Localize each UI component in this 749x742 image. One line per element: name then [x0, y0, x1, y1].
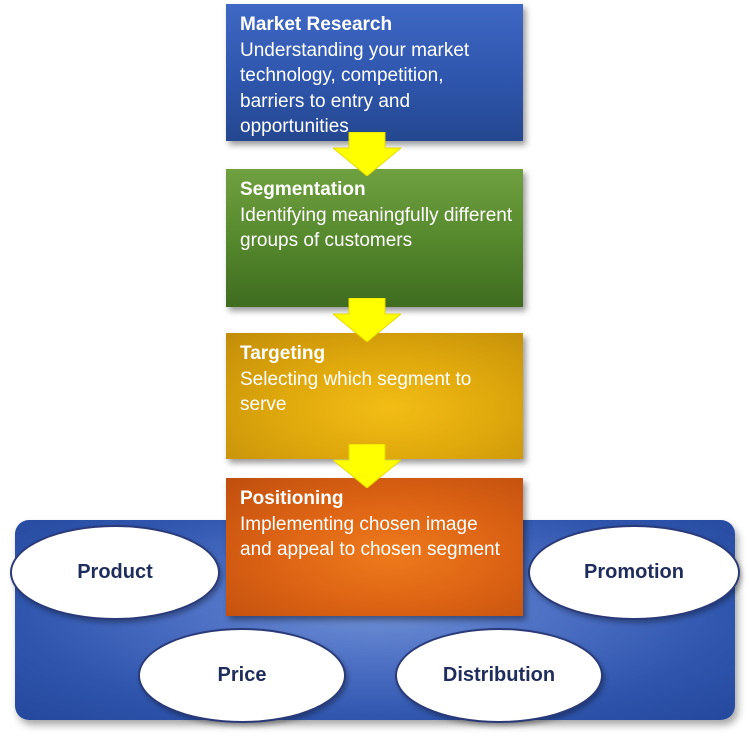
market-research-box: Market Research Understanding your marke…: [226, 4, 523, 141]
distribution-ellipse: Distribution: [395, 628, 603, 723]
distribution-label: Distribution: [442, 664, 556, 686]
positioning-description: Implementing chosen image and appeal to …: [240, 513, 500, 561]
down-arrow-icon: [333, 132, 401, 176]
segmentation-description: Identifying meaningfully different group…: [240, 204, 513, 252]
positioning-title: Positioning: [240, 488, 344, 509]
product-ellipse: Product: [10, 525, 220, 620]
down-arrow-icon: [333, 444, 401, 488]
price-ellipse: Price: [138, 628, 346, 723]
product-label: Product: [77, 561, 153, 583]
promotion-label: Promotion: [584, 561, 684, 583]
market-research-description: Understanding your market technology, co…: [240, 39, 470, 138]
down-arrow-icon: [333, 298, 401, 342]
segmentation-box: Segmentation Identifying meaningfully di…: [226, 169, 523, 307]
targeting-description: Selecting which segment to serve: [240, 368, 472, 416]
promotion-ellipse: Promotion: [528, 525, 740, 620]
targeting-box: Targeting Selecting which segment to ser…: [226, 333, 523, 459]
targeting-title: Targeting: [240, 343, 326, 364]
segmentation-title: Segmentation: [240, 179, 366, 200]
market-research-title: Market Research: [240, 14, 393, 35]
positioning-box: Positioning Implementing chosen image an…: [226, 478, 523, 616]
price-label: Price: [217, 664, 267, 686]
